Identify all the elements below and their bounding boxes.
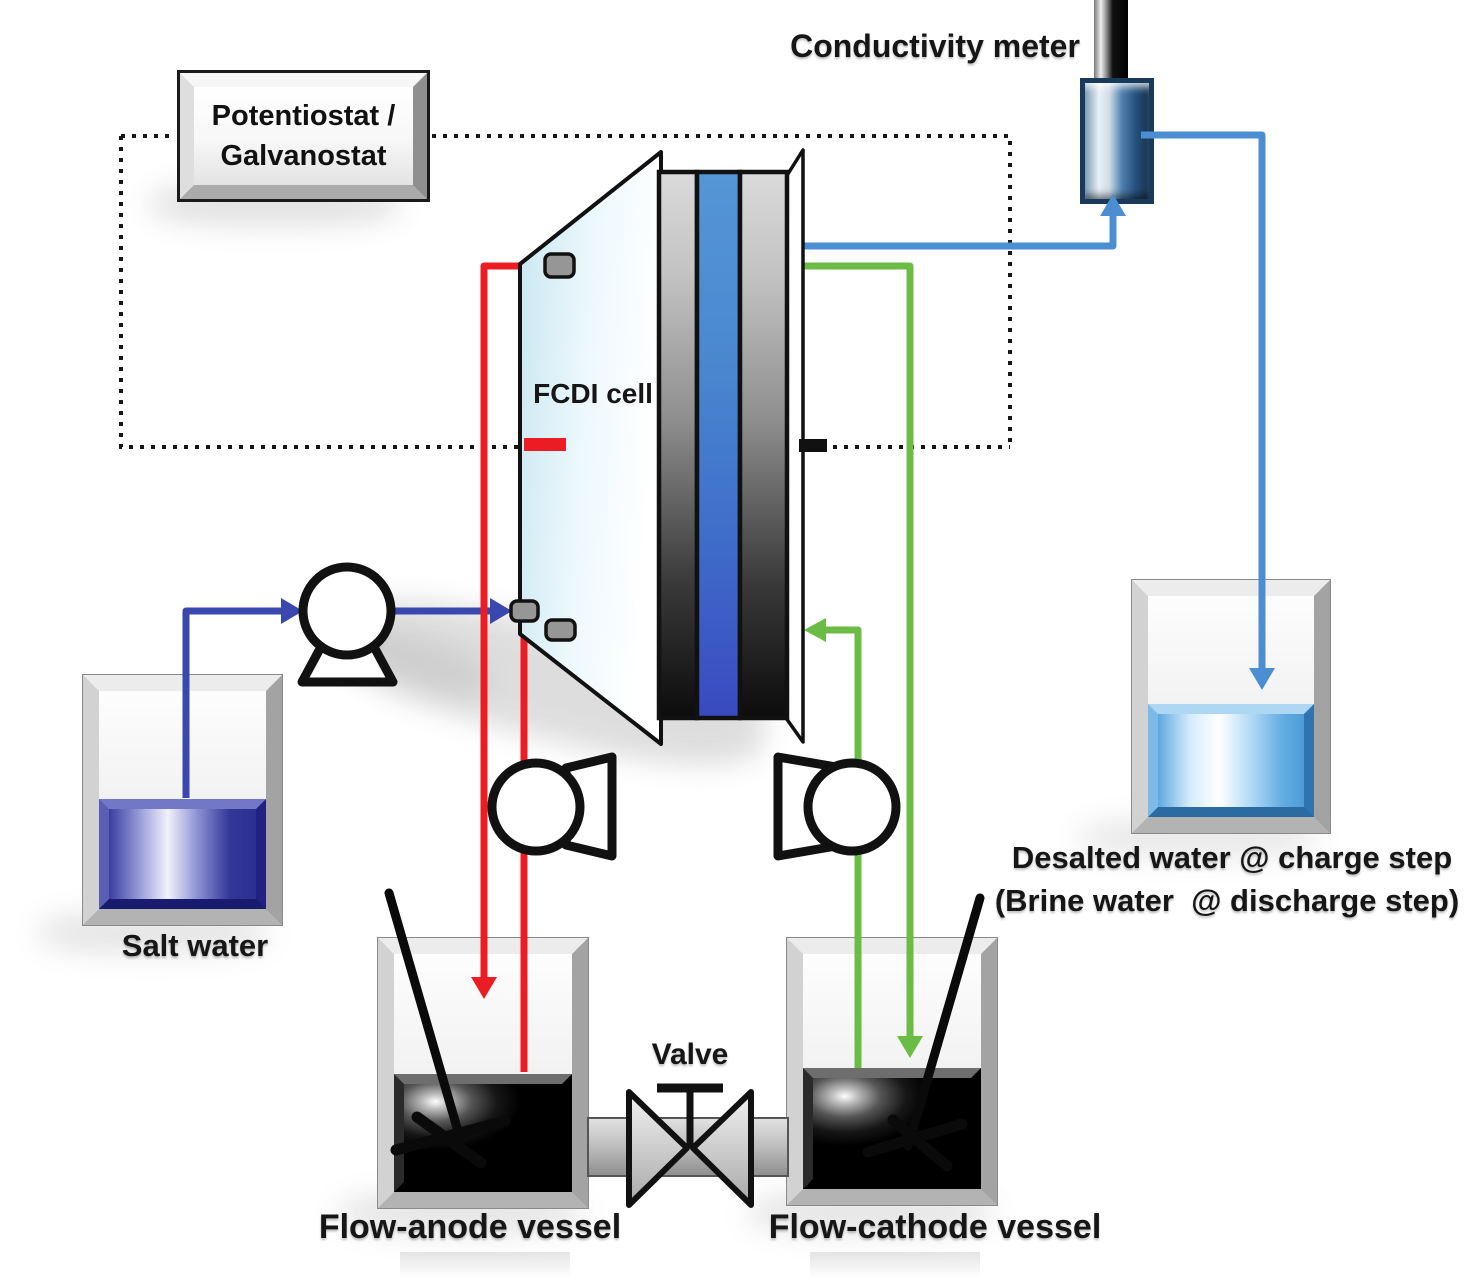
- salt-feed-arrows: [281, 598, 512, 624]
- cathode-vessel-reflection: [810, 1252, 980, 1279]
- anode-vessel-reflection: [400, 1252, 570, 1279]
- potentiostat-face: Potentiostat / Galvanostat: [180, 73, 427, 199]
- cathode-pump-icon: [773, 752, 901, 861]
- anode-stirrer-icon: [384, 888, 511, 1169]
- valve-icon: [626, 1083, 754, 1208]
- spacer-channel: [694, 169, 743, 721]
- cathode-electrode-channel: [737, 169, 790, 721]
- cell-outlet-port: [543, 252, 576, 279]
- desalted-water-label-line1: Desalted water @ charge step: [1011, 840, 1453, 875]
- salt-water-vessel: [83, 675, 282, 925]
- cathode-slurry-arrows: [804, 618, 923, 1058]
- valve-label: Valve: [651, 1038, 729, 1071]
- potentiostat-label-line1: Potentiostat /: [211, 100, 396, 132]
- product-water-line: [804, 131, 1266, 668]
- positive-terminal: [524, 438, 566, 451]
- product-water-arrows: [1100, 194, 1275, 690]
- desalted-water-label-line2: (Brine water @ discharge step): [994, 883, 1460, 918]
- potentiostat-label-line2: Galvanostat: [220, 140, 387, 172]
- cathode-slurry-line: [804, 262, 914, 1068]
- cell-left-plate: [518, 150, 663, 746]
- cathode-stirrer-icon: [862, 893, 985, 1172]
- fcdi-cell-label: FCDI cell: [533, 378, 653, 409]
- flow-cathode-vessel-label: Flow-cathode vessel: [768, 1208, 1102, 1246]
- conductivity-probe-icon: [1080, 78, 1154, 204]
- potentiostat-box: Potentiostat / Galvanostat: [177, 70, 430, 202]
- feed-pump-icon: [297, 562, 398, 687]
- flow-anode-vessel-label: Flow-anode vessel: [318, 1208, 622, 1246]
- anode-slurry-liquid: [394, 1074, 572, 1192]
- anode-electrode-channel: [656, 169, 700, 721]
- anode-pump-icon: [487, 752, 617, 861]
- salt-feed-line: [182, 607, 490, 798]
- cell-feed-port: [509, 599, 540, 623]
- salt-water-liquid: [99, 799, 266, 909]
- fcdi-cell: [509, 148, 827, 746]
- conductivity-meter-label: Conductivity meter: [790, 28, 1080, 64]
- conductivity-probe-cable-icon: [1094, 0, 1128, 88]
- salt-water-label: Salt water: [121, 928, 269, 963]
- desalted-water-liquid: [1148, 704, 1314, 817]
- negative-terminal: [799, 439, 827, 452]
- cell-anode-port: [544, 618, 577, 642]
- flow-anode-vessel: [378, 938, 588, 1208]
- desalted-water-vessel: [1132, 580, 1330, 833]
